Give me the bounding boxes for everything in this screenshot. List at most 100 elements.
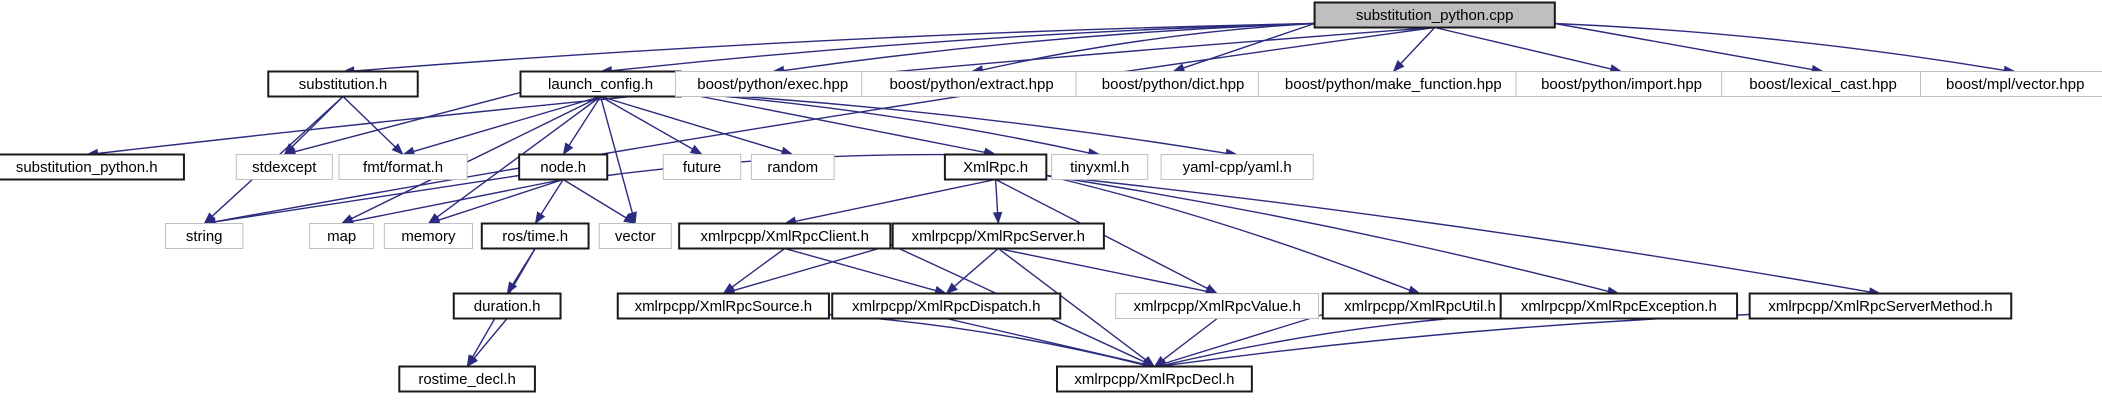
- graph-node[interactable]: memory: [383, 223, 473, 249]
- graph-node[interactable]: substitution.h: [267, 70, 419, 98]
- graph-node-box[interactable]: [235, 154, 333, 180]
- graph-node-label: random: [767, 159, 818, 176]
- graph-node[interactable]: string: [164, 223, 244, 249]
- graph-node-box[interactable]: [750, 154, 835, 180]
- graph-node-box[interactable]: [1499, 292, 1739, 320]
- graph-node-box[interactable]: [678, 222, 892, 250]
- graph-node-label: map: [327, 228, 356, 245]
- graph-node-box[interactable]: [519, 70, 682, 98]
- graph-node[interactable]: xmlrpcpp/XmlRpcException.h: [1499, 292, 1739, 320]
- graph-edge: [784, 247, 936, 292]
- graph-node[interactable]: map: [309, 223, 375, 249]
- graph-edge: [294, 91, 521, 153]
- graph-node-box[interactable]: [1313, 1, 1556, 29]
- graph-edge-arrowhead: [1172, 63, 1186, 73]
- graph-edge: [1162, 317, 1218, 361]
- graph-edge: [473, 318, 508, 359]
- graph-node[interactable]: xmlrpcpp/XmlRpcClient.h: [678, 222, 892, 250]
- graph-node-box[interactable]: [0, 153, 185, 181]
- graph-node-box[interactable]: [164, 223, 244, 249]
- graph-node-label: node.h: [540, 159, 586, 176]
- graph-edge: [680, 91, 1227, 154]
- graph-node[interactable]: random: [750, 154, 835, 180]
- graph-edge-arrowhead: [689, 144, 703, 155]
- graph-node-box[interactable]: [616, 292, 830, 320]
- graph-node-box[interactable]: [675, 71, 871, 97]
- graph-node-box[interactable]: [452, 292, 562, 320]
- graph-node-box[interactable]: [338, 154, 468, 180]
- graph-node[interactable]: launch_config.h: [519, 70, 682, 98]
- graph-edge: [994, 179, 999, 213]
- graph-node[interactable]: xmlrpcpp/XmlRpcDecl.h: [1056, 365, 1253, 393]
- graph-node[interactable]: xmlrpcpp/XmlRpcServerMethod.h: [1748, 292, 2013, 320]
- graph-node-box[interactable]: [398, 365, 536, 393]
- graph-node[interactable]: yaml-cpp/yaml.h: [1160, 154, 1314, 180]
- graph-node[interactable]: boost/mpl/vector.hpp: [1919, 71, 2102, 97]
- graph-edge: [600, 95, 693, 150]
- graph-root-node[interactable]: substitution_python.cpp: [1313, 1, 1556, 29]
- graph-node-label: substitution_python.cpp: [1356, 7, 1514, 24]
- graph-node[interactable]: fmt/format.h: [338, 154, 468, 180]
- graph-edge: [1183, 22, 1315, 69]
- graph-edge: [1046, 174, 1410, 291]
- graph-node[interactable]: vector: [598, 223, 672, 249]
- graph-node[interactable]: tinyxml.h: [1051, 154, 1149, 180]
- graph-edge: [214, 26, 1435, 223]
- graph-edge-arrowhead: [391, 143, 404, 156]
- graph-node[interactable]: boost/python/dict.hpp: [1075, 71, 1271, 97]
- graph-node[interactable]: boost/python/make_function.hpp: [1257, 71, 1529, 97]
- graph-edge-arrowhead: [466, 354, 478, 368]
- graph-node-box[interactable]: [1160, 154, 1314, 180]
- graph-node[interactable]: substitution_python.h: [0, 153, 185, 181]
- graph-node-box[interactable]: [943, 153, 1048, 181]
- graph-node-box[interactable]: [1919, 71, 2102, 97]
- graph-node-box[interactable]: [1115, 293, 1320, 319]
- graph-node-label: future: [683, 159, 721, 176]
- graph-node[interactable]: xmlrpcpp/XmlRpcSource.h: [616, 292, 830, 320]
- graph-node[interactable]: ros/time.h: [480, 222, 590, 250]
- graph-node[interactable]: rostime_decl.h: [398, 365, 536, 393]
- graph-node-box[interactable]: [267, 70, 419, 98]
- graph-node-label: xmlrpcpp/XmlRpcUtil.h: [1344, 298, 1496, 315]
- graph-node-label: XmlRpc.h: [963, 159, 1028, 176]
- graph-node-box[interactable]: [598, 223, 672, 249]
- graph-node[interactable]: boost/python/import.hpp: [1515, 71, 1728, 97]
- graph-node[interactable]: XmlRpc.h: [943, 153, 1048, 181]
- graph-node[interactable]: xmlrpcpp/XmlRpcServer.h: [891, 222, 1105, 250]
- graph-node-box[interactable]: [383, 223, 473, 249]
- graph-node-box[interactable]: [831, 292, 1062, 320]
- graph-node[interactable]: stdexcept: [235, 154, 333, 180]
- graph-node-box[interactable]: [1056, 365, 1253, 393]
- graph-node[interactable]: xmlrpcpp/XmlRpcValue.h: [1115, 293, 1320, 319]
- graph-node-box[interactable]: [518, 153, 609, 181]
- graph-node[interactable]: duration.h: [452, 292, 562, 320]
- graph-node[interactable]: xmlrpcpp/XmlRpcDispatch.h: [831, 292, 1062, 320]
- graph-node-box[interactable]: [1748, 292, 2013, 320]
- graph-node-box[interactable]: [891, 222, 1105, 250]
- graph-node-label: xmlrpcpp/XmlRpcClient.h: [701, 228, 869, 245]
- graph-node-box[interactable]: [1515, 71, 1728, 97]
- graph-node-box[interactable]: [861, 71, 1082, 97]
- graph-edge: [1164, 313, 1324, 364]
- graph-node[interactable]: node.h: [518, 153, 609, 181]
- graph-edge: [1554, 22, 1813, 71]
- graph-node-box[interactable]: [480, 222, 590, 250]
- graph-node-box[interactable]: [309, 223, 375, 249]
- graph-edge: [413, 95, 601, 153]
- graph-node[interactable]: boost/lexical_cast.hpp: [1721, 71, 1925, 97]
- graph-node[interactable]: boost/python/exec.hpp: [675, 71, 871, 97]
- graph-node-box[interactable]: [1321, 292, 1519, 320]
- graph-edge: [1554, 22, 2005, 72]
- graph-node-box[interactable]: [662, 154, 742, 180]
- graph-node[interactable]: boost/python/extract.hpp: [861, 71, 1082, 97]
- graph-node[interactable]: future: [662, 154, 742, 180]
- graph-node-label: duration.h: [474, 298, 541, 315]
- graph-node-label: xmlrpcpp/XmlRpcValue.h: [1134, 298, 1301, 315]
- graph-node-box[interactable]: [1051, 154, 1149, 180]
- graph-edge: [1165, 313, 1750, 367]
- graph-node-label: tinyxml.h: [1070, 159, 1129, 176]
- graph-edge: [599, 96, 634, 214]
- graph-node-label: xmlrpcpp/XmlRpcDispatch.h: [852, 298, 1040, 315]
- graph-node[interactable]: xmlrpcpp/XmlRpcUtil.h: [1321, 292, 1519, 320]
- graph-node-box[interactable]: [1075, 71, 1271, 97]
